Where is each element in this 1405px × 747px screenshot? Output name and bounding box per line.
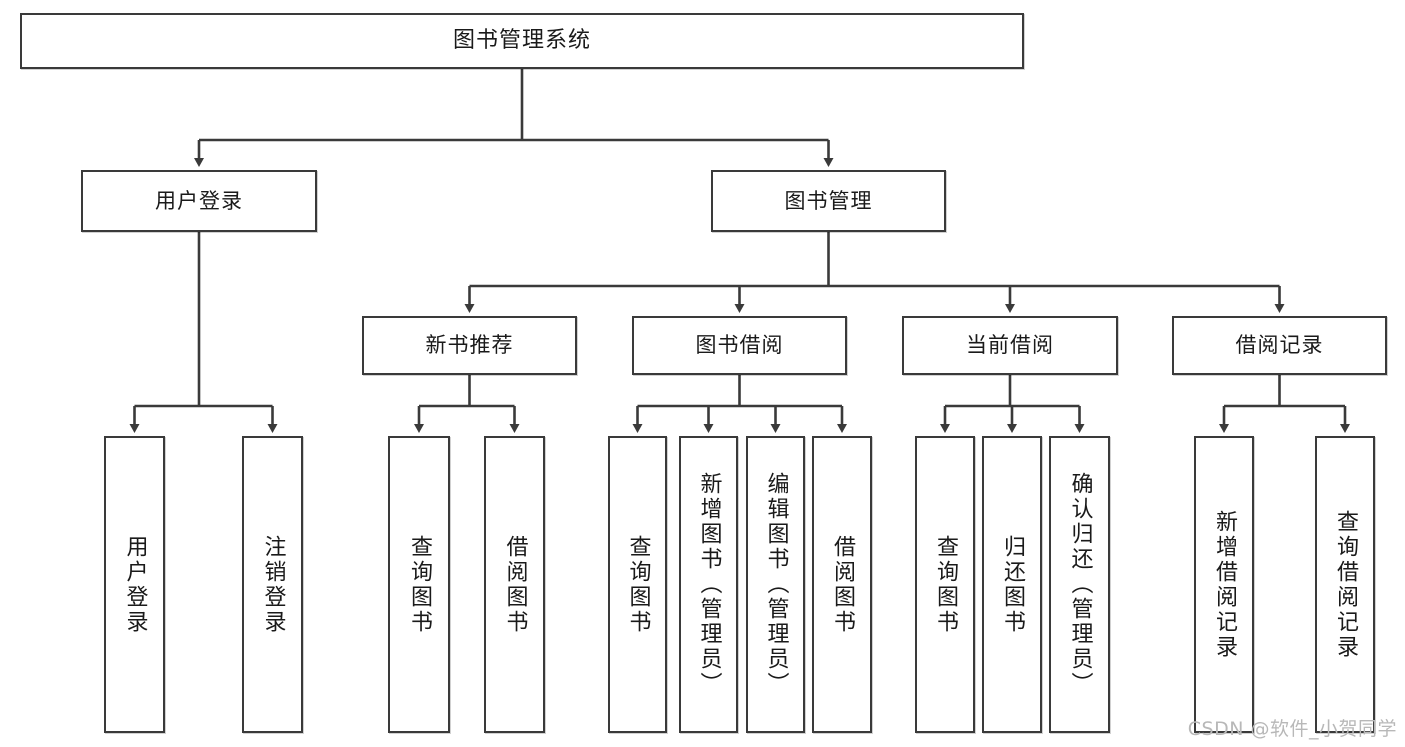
node-leaf-query-book-3[interactable]: 查询图书 [915,436,975,733]
node-root[interactable]: 图书管理系统 [20,13,1024,69]
node-current-borrow[interactable]: 当前借阅 [902,316,1118,375]
node-label-leaf-borrow-book-1: 借阅图书 [502,534,528,635]
node-label-leaf-add-record: 新增借阅记录 [1211,509,1237,660]
node-label-user-login: 用户登录 [155,188,243,213]
node-user-login[interactable]: 用户登录 [81,170,317,232]
node-label-root: 图书管理系统 [452,28,591,54]
node-leaf-return-book[interactable]: 归还图书 [982,436,1042,733]
node-label-leaf-user-login: 用户登录 [122,534,148,635]
node-label-borrow-record: 借阅记录 [1235,333,1324,358]
node-label-leaf-add-book: 新增图书（管理员） [696,472,722,697]
node-label-leaf-edit-book: 编辑图书（管理员） [763,472,789,697]
node-label-leaf-borrow-book-2: 借阅图书 [829,534,855,635]
node-label-leaf-query-book-1: 查询图书 [406,534,432,635]
node-label-current-borrow: 当前借阅 [966,333,1054,358]
node-label-leaf-logout-login: 注销登录 [260,534,286,635]
node-leaf-edit-book[interactable]: 编辑图书（管理员） [746,436,805,733]
node-leaf-add-record[interactable]: 新增借阅记录 [1194,436,1254,733]
node-leaf-query-record[interactable]: 查询借阅记录 [1315,436,1375,733]
node-leaf-add-book[interactable]: 新增图书（管理员） [679,436,738,733]
node-leaf-query-book-2[interactable]: 查询图书 [608,436,667,733]
node-label-leaf-query-book-2: 查询图书 [625,534,651,635]
node-new-book-rec[interactable]: 新书推荐 [362,316,577,375]
node-borrow-record[interactable]: 借阅记录 [1172,316,1387,375]
node-label-leaf-confirm-return: 确认归还（管理员） [1067,472,1093,697]
node-leaf-logout-login[interactable]: 注销登录 [242,436,303,733]
edges [129,69,1350,433]
node-label-leaf-return-book: 归还图书 [999,534,1025,635]
node-label-book-mgmt: 图书管理 [784,188,873,213]
node-leaf-query-book-1[interactable]: 查询图书 [388,436,450,733]
node-leaf-confirm-return[interactable]: 确认归还（管理员） [1049,436,1110,733]
node-leaf-user-login[interactable]: 用户登录 [104,436,165,733]
node-label-new-book-rec: 新书推荐 [425,333,514,358]
node-label-book-borrow: 图书借阅 [695,333,784,358]
node-book-mgmt[interactable]: 图书管理 [711,170,946,232]
node-leaf-borrow-book-1[interactable]: 借阅图书 [484,436,545,733]
node-leaf-borrow-book-2[interactable]: 借阅图书 [812,436,872,733]
node-label-leaf-query-record: 查询借阅记录 [1332,509,1358,660]
node-book-borrow[interactable]: 图书借阅 [632,316,847,375]
node-label-leaf-query-book-3: 查询图书 [932,534,958,635]
